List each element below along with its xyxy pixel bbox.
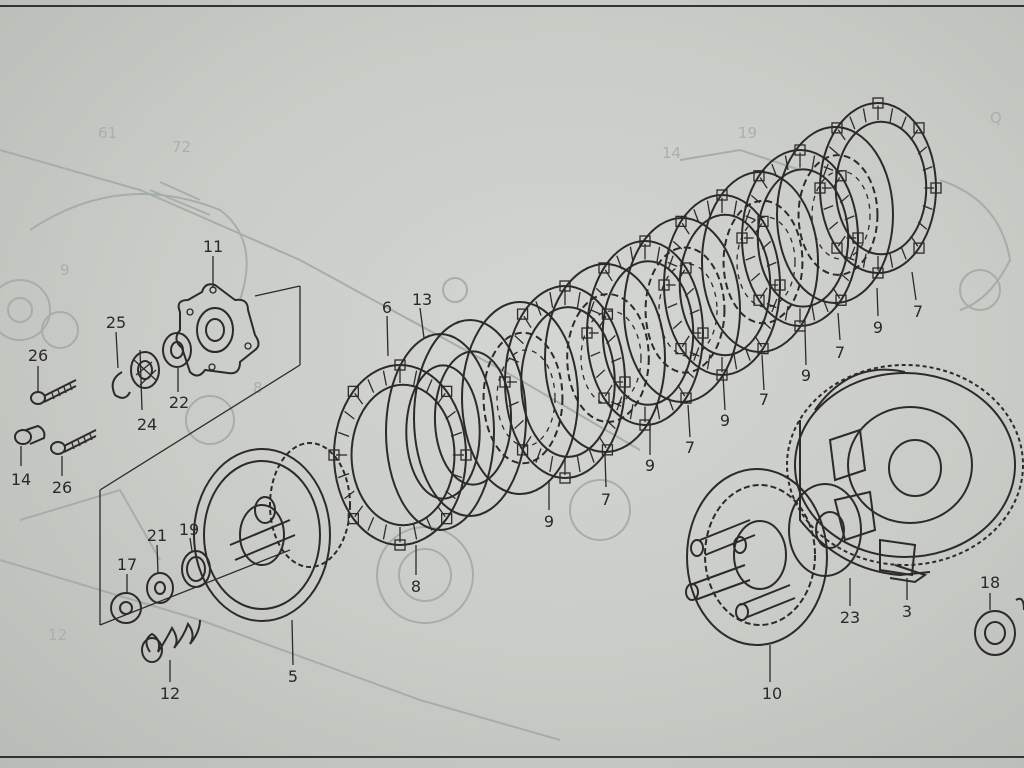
callout-17: 17: [117, 555, 137, 574]
callout-9: 9: [645, 456, 655, 475]
spacer-plate: [413, 319, 527, 517]
svg-text:Q: Q: [990, 109, 1002, 127]
callout-9: 9: [873, 318, 883, 337]
callout-22: 22: [169, 393, 189, 412]
nut-17: [110, 592, 142, 624]
callout-18: 18: [980, 573, 1000, 592]
callout-7: 7: [601, 490, 611, 509]
callout-7: 7: [913, 302, 923, 321]
clutch-outer-housing: [786, 364, 1024, 584]
callout-11: 11: [203, 237, 223, 256]
callout-7: 7: [835, 343, 845, 362]
svg-text:12: 12: [48, 626, 67, 644]
callout-19: 19: [179, 520, 199, 539]
callout-8: 8: [411, 577, 421, 596]
washer-22: [162, 332, 192, 368]
bearing-24: [130, 351, 160, 389]
svg-text:9: 9: [60, 261, 70, 279]
callout-13: 13: [412, 290, 432, 309]
friction-disc: [581, 235, 709, 431]
callout-3: 3: [902, 602, 912, 621]
friction-disc: [328, 359, 472, 551]
callout-26: 26: [52, 478, 72, 497]
svg-text:61: 61: [98, 124, 117, 142]
lock-nut: [974, 597, 1024, 656]
callout-6: 6: [382, 298, 392, 317]
bleed-through-drawing: 61 72 14 19 12 9 8 Q: [0, 109, 1012, 741]
callout-26: 26: [28, 346, 48, 365]
svg-text:19: 19: [738, 124, 757, 142]
clutch-center-gear: [193, 442, 351, 622]
snap-ring-25: [111, 371, 131, 399]
pressure-plate: [685, 468, 828, 646]
callout-25: 25: [106, 313, 126, 332]
thrust-washer: [788, 483, 862, 577]
callout-9: 9: [544, 512, 554, 531]
clutch-plate-stack: [328, 97, 942, 551]
callout-7: 7: [685, 438, 695, 457]
callout-21: 21: [147, 526, 167, 545]
callout-23: 23: [840, 608, 860, 627]
callout-12: 12: [160, 684, 180, 703]
lifter-plate: [175, 283, 260, 377]
callout-5: 5: [288, 667, 298, 686]
clutch-spring-12: [141, 619, 201, 663]
callout-10: 10: [762, 684, 782, 703]
lock-washer-21: [146, 572, 174, 604]
svg-text:72: 72: [172, 138, 191, 156]
svg-text:8: 8: [253, 379, 263, 397]
steel-plate: [461, 301, 579, 495]
friction-disc: [499, 280, 631, 484]
pin-14: [14, 424, 46, 445]
bolt-26-lower: [50, 429, 97, 455]
washer-19: [181, 550, 211, 588]
callout-14: 14: [11, 470, 31, 489]
assembly-bracket: [99, 285, 301, 626]
callout-24: 24: [137, 415, 157, 434]
callout-9: 9: [720, 411, 730, 430]
callout-labels: 3 5 6 7 7 7 7 7 8 9 9 9 9 9 10 11 12 13 …: [11, 237, 1000, 703]
callout-9: 9: [801, 366, 811, 385]
leader-lines: [20, 256, 991, 682]
callout-7: 7: [759, 390, 769, 409]
svg-text:14: 14: [662, 144, 681, 162]
